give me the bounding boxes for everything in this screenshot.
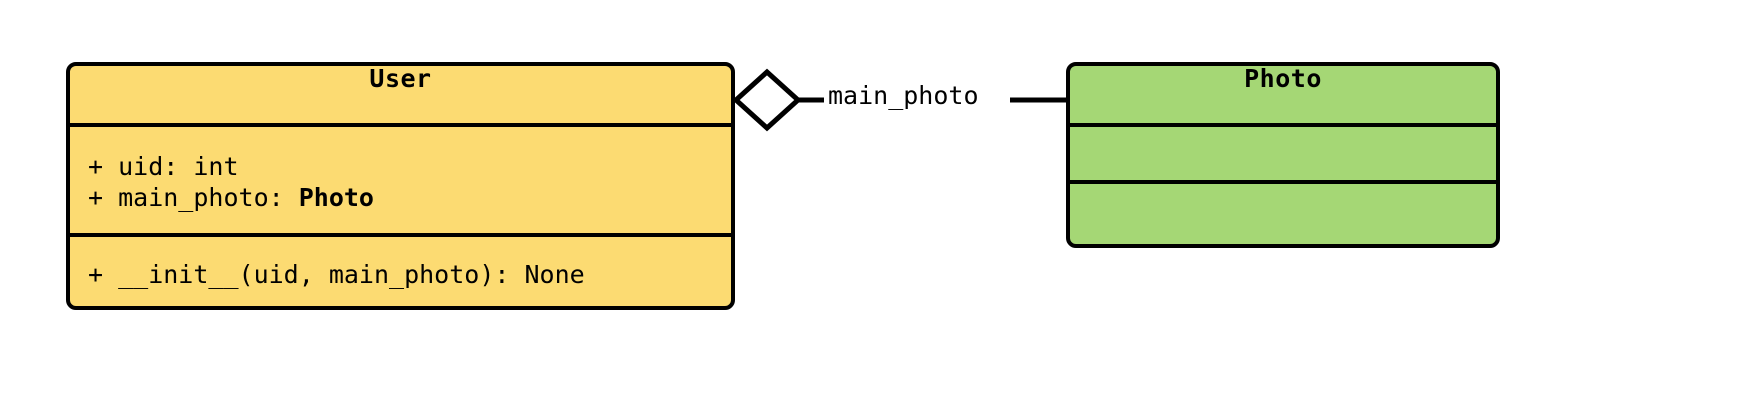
class-attributes-compartment-photo bbox=[1070, 123, 1496, 180]
method-row: + __init__(uid, main_photo): None bbox=[88, 260, 585, 289]
aggregation-diamond-icon bbox=[732, 68, 802, 132]
association-role-label: main_photo bbox=[824, 80, 983, 111]
class-methods-compartment-photo bbox=[1070, 180, 1496, 240]
attribute-row: + uid: int bbox=[88, 152, 239, 181]
class-box-user[interactable]: User + uid: int + main_photo: Photo + __… bbox=[66, 62, 735, 310]
attribute-row: + main_photo: Photo bbox=[88, 182, 731, 213]
attribute-label: + main_photo: bbox=[88, 183, 299, 212]
attribute-type: Photo bbox=[298, 183, 374, 212]
class-box-photo[interactable]: Photo bbox=[1066, 62, 1500, 248]
class-attributes-compartment-user: + uid: int + main_photo: Photo bbox=[70, 123, 731, 233]
aggregation-edge-user-photo bbox=[732, 68, 1068, 132]
class-methods-compartment-user: + __init__(uid, main_photo): None bbox=[70, 233, 731, 306]
class-title-compartment-photo: Photo bbox=[1070, 66, 1496, 123]
class-title-compartment-user: User bbox=[70, 66, 731, 123]
class-name-photo: Photo bbox=[1244, 64, 1322, 93]
class-name-user: User bbox=[369, 64, 432, 93]
